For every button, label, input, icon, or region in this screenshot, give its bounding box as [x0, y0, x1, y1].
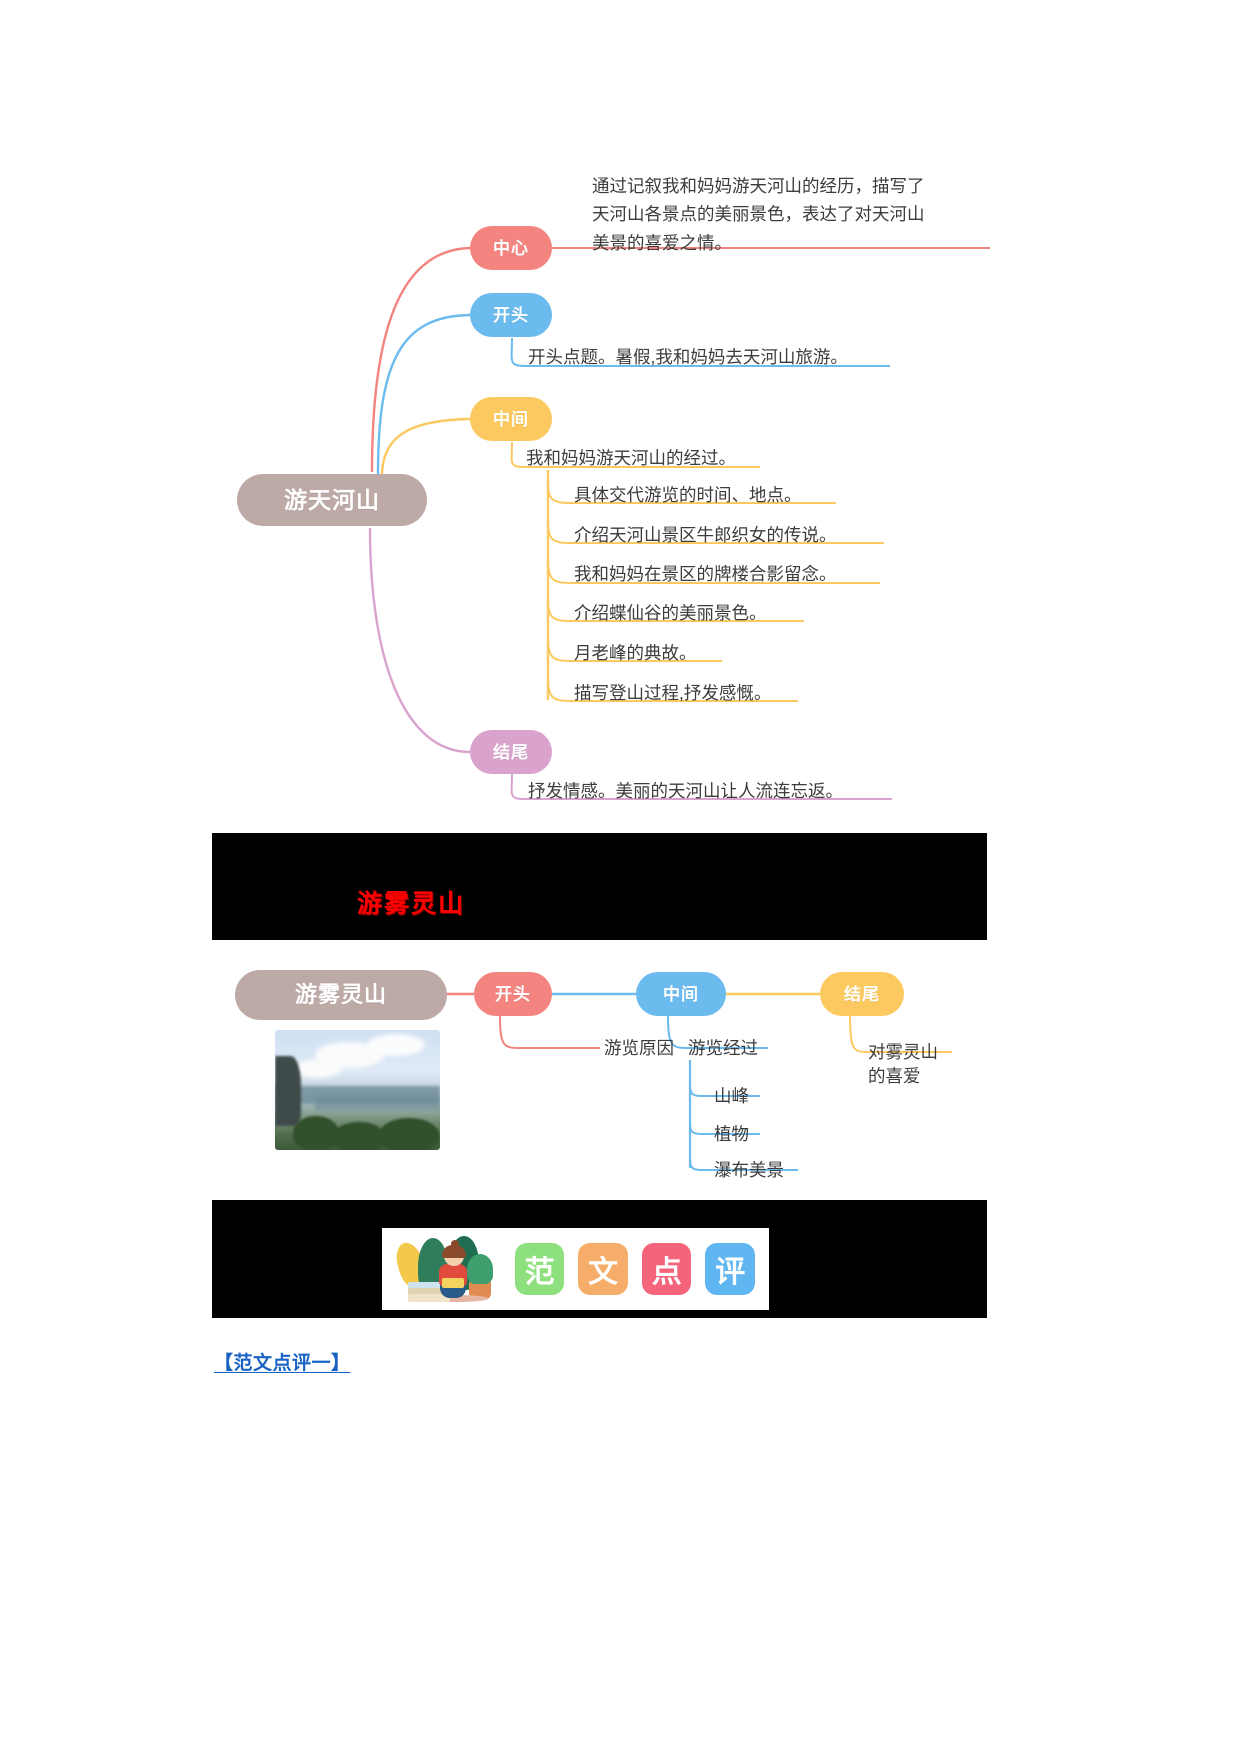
map1-branch-ending-label: 结尾	[493, 742, 529, 762]
map2-node-ending-label: 结尾	[844, 984, 880, 1004]
map1-root-label: 游天河山	[284, 486, 380, 513]
map2-opening-child: 游览原因	[604, 1038, 674, 1058]
banner-tile-0: 范	[514, 1243, 565, 1295]
banner-tile-2: 点	[641, 1243, 692, 1295]
map2-node-middle[interactable]: 中间	[636, 972, 726, 1016]
banner-tile-3: 评	[705, 1243, 755, 1295]
map1-branch-middle[interactable]: 中间	[470, 397, 552, 441]
map1-center-text-line2: 天河山各景点的美丽景色，表达了对天河山	[592, 204, 925, 225]
map1-branch-middle-label: 中间	[493, 409, 529, 429]
map2-middle-sub-1: 植物	[714, 1124, 749, 1144]
map2-ending-child-line2: 的喜爱	[868, 1066, 921, 1086]
map1-branch-center-label: 中心	[493, 238, 529, 258]
mascot-illustration	[391, 1236, 499, 1302]
map1-middle-child-4: 月老峰的典故。	[574, 643, 697, 663]
map2-node-ending[interactable]: 结尾	[820, 972, 904, 1016]
map1-center-text-line1: 通过记叙我和妈妈游天河山的经历，描写了	[592, 176, 925, 196]
map1-opening-text: 开头点题。暑假,我和妈妈去天河山旅游。	[528, 347, 848, 367]
map2-scenery-photo	[275, 1030, 440, 1150]
map2-middle-sub-2: 瀑布美景	[714, 1160, 784, 1180]
map2-middle-child: 游览经过	[688, 1038, 758, 1058]
map1-branch-opening[interactable]: 开头	[470, 293, 552, 337]
map1-branch-ending[interactable]: 结尾	[470, 730, 552, 774]
section-heading-fanwen-1: 【范文点评一】	[214, 1353, 351, 1374]
map2-title: 游雾灵山	[357, 891, 466, 918]
map1-middle-text: 我和妈妈游天河山的经过。	[526, 448, 736, 468]
map1-middle-child-2: 我和妈妈在景区的牌楼合影留念。	[574, 564, 837, 584]
map2-root-label: 游雾灵山	[294, 982, 387, 1007]
banner-tile-1: 文	[578, 1243, 628, 1295]
map2-node-opening[interactable]: 开头	[474, 972, 552, 1016]
map1-branch-opening-label: 开头	[493, 305, 529, 325]
map2-root-node[interactable]: 游雾灵山	[235, 970, 447, 1020]
map1-center-text-line3: 美景的喜爱之情。	[592, 232, 732, 253]
map2-ending-child-line1: 对雾灵山	[868, 1042, 938, 1062]
fanwen-banner: 范 文 点 评	[382, 1228, 769, 1310]
map2-node-middle-label: 中间	[663, 984, 699, 1004]
map2-node-opening-label: 开头	[495, 984, 531, 1004]
map1-middle-child-5: 描写登山过程,抒发感慨。	[574, 683, 772, 703]
map1-center-text: 通过记叙我和妈妈游天河山的经历，描写了 天河山各景点的美丽景色，表达了对天河山 …	[592, 172, 1012, 257]
map1-middle-child-0: 具体交代游览的时间、地点。	[574, 485, 802, 505]
map1-middle-child-1: 介绍天河山景区牛郎织女的传说。	[574, 525, 837, 545]
map2-middle-sub-0: 山峰	[714, 1086, 749, 1106]
map1-middle-child-3: 介绍蝶仙谷的美丽景色。	[574, 603, 767, 623]
map1-ending-text: 抒发情感。美丽的天河山让人流连忘返。	[528, 781, 843, 801]
map1-root-node[interactable]: 游天河山	[237, 474, 427, 526]
map1-branch-center[interactable]: 中心	[470, 226, 552, 270]
